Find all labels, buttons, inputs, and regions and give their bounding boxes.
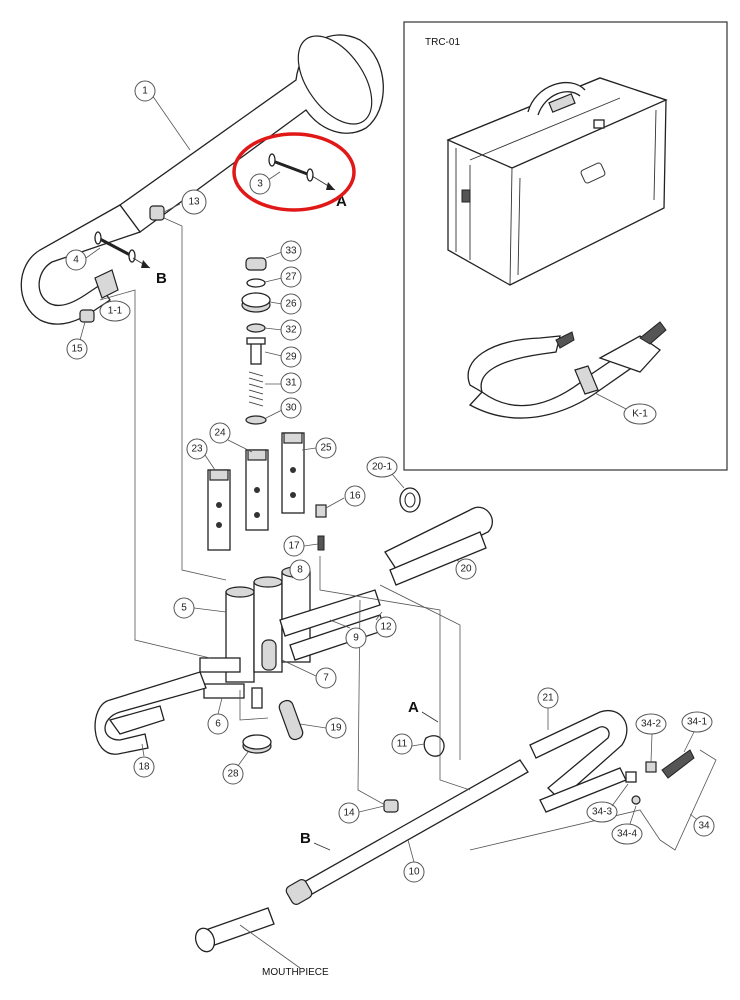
callout-7: 7 — [281, 659, 337, 689]
svg-text:34-4: 34-4 — [617, 829, 637, 840]
case-box-title: TRC-01 — [425, 37, 460, 48]
callout-27: 27 — [264, 266, 302, 288]
svg-text:34-2: 34-2 — [641, 719, 661, 730]
callout-34-3: 34-3 — [586, 783, 629, 823]
callout-1-1: 1-1 — [99, 300, 131, 322]
callout-31: 31 — [265, 372, 302, 394]
callout-25: 25 — [301, 437, 337, 459]
svg-text:K-1: K-1 — [632, 409, 648, 420]
callout-k1: K-1 — [623, 403, 657, 425]
svg-text:20: 20 — [460, 564, 472, 575]
svg-text:26: 26 — [285, 299, 297, 310]
main-slide — [285, 709, 695, 905]
valve-casing — [94, 566, 311, 755]
callout-15: 15 — [66, 321, 88, 360]
callout-32: 32 — [264, 319, 302, 341]
brace-4 — [94, 231, 136, 263]
callout-4: 4 — [65, 247, 101, 271]
callout-34: 34 — [659, 749, 717, 851]
callout-21: 21 — [537, 687, 559, 730]
marker-a-top: A — [336, 193, 347, 210]
callout-1: 1 — [134, 80, 191, 151]
callout-24: 24 — [209, 422, 253, 453]
valve-parts-stack — [241, 257, 271, 425]
callout-12: 12 — [375, 611, 397, 638]
svg-text:27: 27 — [285, 272, 297, 283]
svg-text:12: 12 — [380, 622, 392, 633]
callout-16: 16 — [325, 485, 366, 509]
callout-28: 28 — [222, 751, 249, 785]
svg-text:34-3: 34-3 — [592, 807, 612, 818]
marker-a-bottom: A — [408, 699, 419, 716]
svg-text:8: 8 — [297, 565, 303, 576]
svg-text:20-1: 20-1 — [372, 462, 392, 473]
callout-19: 19 — [299, 717, 347, 739]
callout-34-2: 34-2 — [635, 713, 667, 763]
tuning-slides — [279, 487, 494, 661]
callout-5: 5 — [173, 597, 227, 619]
svg-text:18: 18 — [138, 762, 150, 773]
svg-text:15: 15 — [71, 344, 83, 355]
highlight-circle — [232, 132, 356, 212]
callout-11: 11 — [391, 733, 425, 755]
callout-29: 29 — [264, 346, 302, 368]
svg-text:25: 25 — [320, 443, 332, 454]
svg-text:3: 3 — [257, 179, 263, 190]
assembly-lines — [99, 217, 661, 851]
callout-8: 8 — [289, 559, 311, 581]
callout-20-1: 20-1 — [366, 456, 405, 489]
svg-text:6: 6 — [215, 719, 221, 730]
svg-text:17: 17 — [288, 541, 300, 552]
callout-13: 13 — [163, 189, 207, 215]
svg-text:33: 33 — [285, 246, 297, 257]
brace-3 — [268, 153, 314, 182]
svg-text:24: 24 — [214, 428, 226, 439]
callout-9: 9 — [329, 619, 367, 649]
svg-text:19: 19 — [330, 723, 342, 734]
svg-text:32: 32 — [285, 325, 297, 336]
bell-section — [20, 34, 384, 325]
callout-3: 3 — [249, 171, 281, 195]
callout-6: 6 — [207, 697, 229, 735]
shoulder-strap — [467, 321, 667, 419]
callout-17: 17 — [283, 535, 319, 557]
svg-text:4: 4 — [73, 255, 79, 266]
callout-14: 14 — [338, 802, 385, 824]
svg-text:23: 23 — [191, 444, 203, 455]
svg-text:13: 13 — [188, 197, 200, 208]
svg-text:7: 7 — [323, 673, 329, 684]
svg-text:16: 16 — [349, 491, 361, 502]
svg-text:30: 30 — [285, 403, 297, 414]
callout-34-1: 34-1 — [681, 711, 713, 753]
mouthpiece — [194, 907, 301, 969]
svg-text:11: 11 — [397, 739, 408, 750]
svg-text:34-1: 34-1 — [687, 717, 707, 728]
svg-text:5: 5 — [181, 603, 187, 614]
callout-33: 33 — [265, 240, 302, 262]
svg-text:10: 10 — [408, 867, 420, 878]
svg-text:28: 28 — [227, 769, 239, 780]
valve-pistons — [207, 432, 305, 551]
marker-b-bottom: B — [300, 830, 311, 847]
svg-text:34: 34 — [698, 821, 710, 832]
svg-text:14: 14 — [343, 808, 355, 819]
callout-34-4: 34-4 — [611, 805, 643, 845]
svg-text:9: 9 — [353, 633, 359, 644]
svg-text:21: 21 — [542, 693, 554, 704]
callout-23: 23 — [186, 438, 216, 471]
case-box: TRC-01 — [403, 21, 728, 471]
svg-text:1-1: 1-1 — [108, 306, 123, 317]
callout-18: 18 — [133, 743, 155, 778]
callout-10: 10 — [403, 839, 425, 883]
callout-26: 26 — [269, 293, 302, 315]
svg-text:29: 29 — [285, 352, 297, 363]
marker-b-top: B — [156, 270, 167, 287]
callout-30: 30 — [265, 397, 302, 419]
carrying-case — [446, 77, 668, 286]
callout-20: 20 — [455, 558, 477, 580]
svg-text:31: 31 — [285, 378, 297, 389]
svg-text:1: 1 — [142, 86, 148, 97]
mouthpiece-label: MOUTHPIECE — [262, 967, 329, 978]
